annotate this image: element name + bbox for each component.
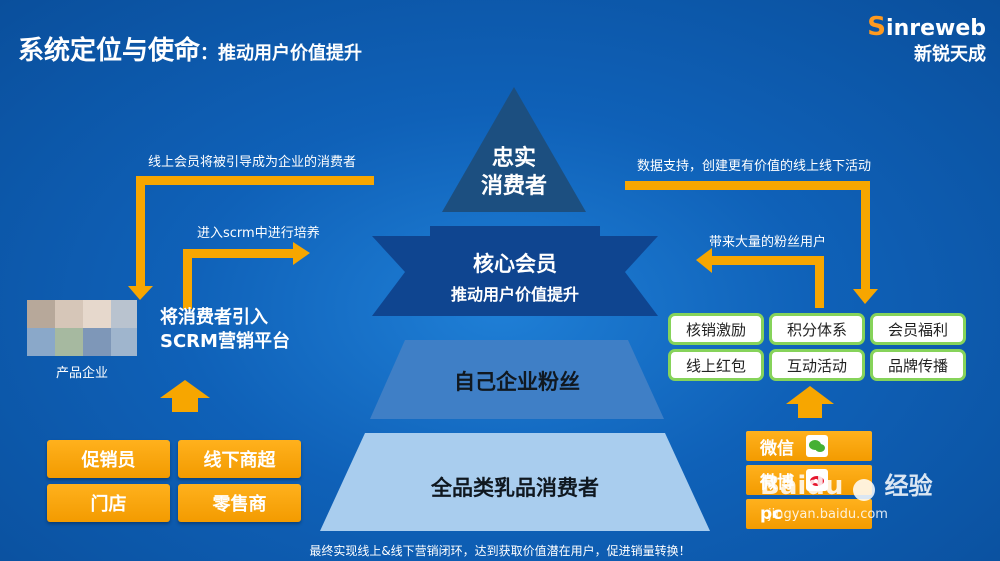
watermark-url: jingyan.baidu.com [768, 507, 888, 522]
social-weibo: 微博 [746, 465, 872, 495]
activity-points-system: 积分体系 [769, 313, 865, 345]
weibo-icon [806, 469, 828, 491]
channel-store: 门店 [47, 484, 170, 522]
watermark-cn: 经验 [884, 472, 933, 500]
pyramid-top-tier [442, 87, 586, 212]
right-data-note: 数据支持，创建更有价值的线上线下活动 [637, 159, 872, 174]
pyramid-top-label: 忠实 消费者 [444, 145, 584, 201]
pyramid-bottom-tier [320, 433, 710, 531]
footer-text: 最终实现线上&线下营销闭环，达到获取价值潜在用户，促进销量转换！ [309, 544, 691, 558]
core-member-subtitle: 推动用户价值提升 [450, 285, 579, 304]
watermark-brand: Baidu [760, 471, 844, 501]
right-fans-arrow [696, 248, 824, 308]
channel-promoter: 促销员 [47, 440, 170, 478]
pyramid-middle-label: 自己企业粉丝 [454, 370, 580, 394]
left-up-arrow [160, 380, 210, 412]
wechat-icon [806, 435, 828, 457]
social-wechat: 微信 [746, 431, 872, 461]
enterprise-image [27, 300, 137, 356]
social-pc: pc [746, 499, 872, 529]
core-member-title: 核心会员 [473, 252, 557, 276]
left-top-note: 线上会员将被引导成为企业的消费者 [148, 155, 357, 170]
activity-interactive: 互动活动 [769, 349, 865, 381]
right-loop-arrow [625, 181, 878, 304]
activity-brand-promotion: 品牌传播 [870, 349, 966, 381]
activity-member-benefits: 会员福利 [870, 313, 966, 345]
social-wechat-label: 微信 [760, 438, 794, 459]
title-separator: ： [200, 43, 219, 64]
platform-line1: 将消费者引入 [160, 307, 268, 328]
title-main: 系统定位与使命 [18, 36, 201, 66]
core-member-label: 核心会员 推动用户价值提升 [405, 248, 625, 305]
right-up-arrow [786, 386, 834, 418]
top-label-line1: 忠实 [491, 146, 536, 171]
left-inner-arrow [183, 242, 310, 309]
social-weibo-label: 微博 [760, 472, 794, 493]
logo-cn-text: 新锐天成 [914, 44, 986, 65]
left-loop-arrow [128, 176, 374, 300]
logo-letter: S [867, 12, 887, 42]
brand-logo: Sinreweb 新锐天成 [867, 12, 986, 66]
pyramid-middle-tier [370, 340, 664, 419]
enterprise-label: 产品企业 [56, 366, 109, 381]
title-subtitle: 推动用户价值提升 [218, 43, 363, 64]
baidu-watermark: Baidu 经验 jingyan.baidu.com [760, 466, 933, 522]
channel-offline-supermarket: 线下商超 [178, 440, 301, 478]
pyramid-bottom-label: 全品类乳品消费者 [431, 476, 599, 500]
social-pc-label: pc [760, 504, 783, 524]
right-fans-note: 带来大量的粉丝用户 [709, 235, 827, 250]
platform-line2: SCRM营销平台 [160, 331, 290, 352]
activity-verification-incentive: 核销激励 [668, 313, 764, 345]
left-inner-note: 进入scrm中进行培养 [197, 226, 320, 241]
top-label-line2: 消费者 [480, 174, 547, 199]
activity-online-redpacket: 线上红包 [668, 349, 764, 381]
logo-en-text: inreweb [886, 16, 986, 41]
core-member-banner [372, 236, 658, 316]
platform-label: 将消费者引入 SCRM营销平台 [160, 306, 290, 354]
channel-retailer: 零售商 [178, 484, 301, 522]
page-title: 系统定位与使命：推动用户价值提升 [18, 30, 362, 67]
paw-icon [852, 478, 875, 501]
banner-top-notch [430, 226, 600, 236]
